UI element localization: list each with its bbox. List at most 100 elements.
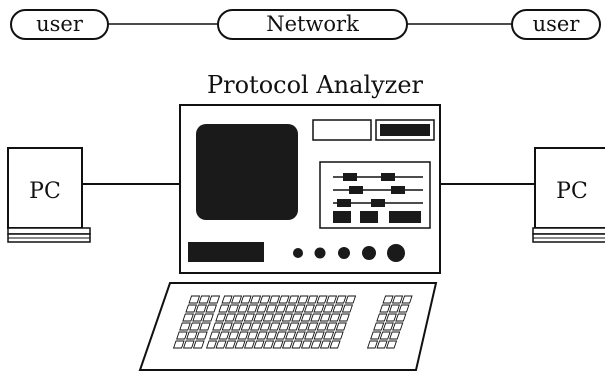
keyboard-main-pad-key [288, 322, 300, 331]
keyboard-left-pad-key [182, 313, 194, 322]
keyboard-main-pad-key [215, 340, 227, 349]
keyboard-main-pad-key [281, 340, 294, 349]
keyboard-main-pad-key [230, 295, 243, 304]
keyboard-main-pad-key [262, 313, 274, 322]
pc-right: PC [532, 147, 605, 243]
keyboard-main-pad-key [278, 322, 290, 331]
keyboard-main-pad-key [272, 340, 284, 349]
keyboard-main-pad-key [278, 295, 290, 304]
keyboard-main-pad-key [291, 340, 303, 349]
keyboard-left-pad-key [176, 331, 188, 340]
keyboard-main-pad-key [250, 322, 262, 331]
knob-3 [338, 247, 350, 259]
keyboard-right-pad-key [379, 331, 391, 340]
keyboard-main-pad-key [300, 313, 312, 322]
keyboard-main-pad-key [256, 331, 268, 340]
keyboard-main-pad-key [329, 340, 341, 349]
keyboard-right-pad-key [388, 304, 401, 313]
network-label: Network [266, 12, 359, 36]
keyboard-left-pad-key [186, 331, 198, 340]
keyboard-main-pad-key [275, 304, 287, 313]
right-user-node: user [511, 9, 601, 40]
analyzer-title: Protocol Analyzer [207, 71, 424, 99]
indicator-box-right-fill [380, 124, 430, 136]
pc-right-base-top [532, 227, 605, 235]
keyboard-main-pad-key [240, 295, 252, 304]
analyzer-display-strip [188, 242, 264, 262]
keyboard-main-pad-key [253, 340, 265, 349]
network-pill [217, 9, 408, 40]
keyboard-main-pad-key [272, 313, 284, 322]
keyboard-main-pad-key [262, 340, 275, 349]
keyboard-main-pad-key [259, 295, 271, 304]
keyboard-main-pad-key [323, 331, 335, 340]
pc-right-label: PC [556, 179, 588, 204]
keyboard-main-pad-key [218, 304, 230, 313]
panel-block-2 [360, 211, 378, 223]
keyboard-main-pad-key [332, 304, 344, 313]
keyboard-main-pad-key [265, 304, 278, 313]
keyboard-main-pad-key [281, 313, 293, 322]
pc-left-body [7, 147, 83, 229]
keyboard-main-pad-key [325, 295, 338, 304]
left-user-label: user [36, 12, 84, 36]
keyboard-main-pad-key [291, 313, 303, 322]
keyboard-main-pad-key [237, 331, 249, 340]
keyboard-main-pad-key [249, 295, 262, 304]
keyboard-left-pad-key [196, 331, 208, 340]
keyboard-main-pad-key [322, 304, 335, 313]
keyboard-main-pad-key [341, 304, 354, 313]
keyboard-main-pad-key [205, 340, 218, 349]
keyboard-main-pad-key [221, 295, 233, 304]
panel-block-1 [333, 211, 351, 223]
keyboard-main-pad-key [234, 313, 246, 322]
slider-knob-2b [391, 186, 405, 194]
keyboard-main-pad-key [297, 322, 309, 331]
keyboard-main-pad-key [344, 295, 357, 304]
indicator-box-left [312, 119, 372, 141]
keyboard-main-pad-key [319, 313, 331, 322]
keyboard-main-pad-key [243, 313, 255, 322]
keyboard-right-pad-key [366, 340, 379, 349]
keyboard-main-pad-key [224, 313, 236, 322]
keyboard-main-pad-key [294, 304, 306, 313]
keyboard-right-pad-key [382, 295, 394, 304]
keyboard-main-pad-key [297, 295, 309, 304]
keyboard-main-pad-key [246, 304, 259, 313]
keyboard-main-pad-key [304, 331, 316, 340]
keyboard-right-pad-key [379, 304, 391, 313]
top-row: user Network user [10, 9, 601, 40]
keyboard-right-pad-key [385, 340, 398, 349]
keyboard-left-pad-key [185, 304, 198, 313]
keyboard-left-pad-key [199, 322, 211, 331]
keyboard-main-pad-key [310, 313, 322, 322]
panel-block-3 [389, 211, 421, 223]
left-user-pill [10, 9, 109, 40]
analyzer-unit [179, 104, 441, 274]
keyboard-main-pad-key [307, 322, 319, 331]
keyboard-right-pad-key [382, 322, 394, 331]
keyboard-main-pad-key [329, 313, 341, 322]
knob-2 [314, 247, 326, 259]
keyboard-left-pad-key [195, 304, 208, 313]
pc-left: PC [7, 147, 91, 243]
keyboard-main-pad-key [234, 340, 246, 349]
keyboard-left-pad-key [192, 313, 204, 322]
keyboard-main-pad-key [306, 295, 319, 304]
keyboard-left-pad-key [205, 304, 218, 313]
keyboard-main-pad-key [224, 340, 237, 349]
keyboard-main-pad-key [215, 313, 227, 322]
keyboard-main-pad-key [332, 331, 344, 340]
keyboard-main-pad-key [259, 322, 271, 331]
keyboard-main-pad-key [228, 331, 240, 340]
left-user-node: user [10, 9, 109, 40]
keyboard-right-pad-key [376, 340, 388, 349]
keyboard-main-pad-key [247, 331, 259, 340]
keyboard-main-pad-key [256, 304, 268, 313]
pc-left-label: PC [29, 179, 61, 204]
keyboard-right-pad-key [398, 304, 410, 313]
keyboard-left-pad-key [208, 295, 221, 304]
slider-knob-1b [381, 173, 395, 181]
